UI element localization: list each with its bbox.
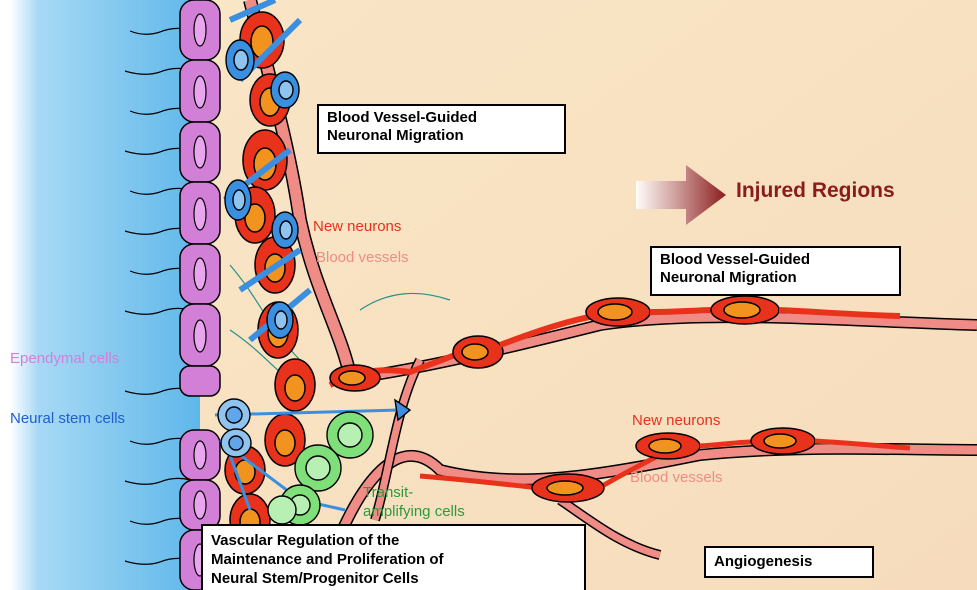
box-line: Blood Vessel-Guided [660, 251, 891, 269]
box-line: Neuronal Migration [327, 127, 556, 145]
injured-regions-indicator: Injured Regions [636, 165, 977, 225]
box-line: Maintenance and Proliferation of [211, 550, 576, 569]
transit-line: amplifying cells [363, 502, 465, 521]
label-box-vascular-regulation: Vascular Regulation of the Maintenance a… [201, 524, 586, 590]
right-arrow-icon [636, 165, 736, 225]
ependymal-cells-label: Ependymal cells [10, 350, 119, 367]
ventricle [10, 0, 200, 590]
box-line: Neural Stem/Progenitor Cells [211, 569, 576, 588]
angiogenesis-label: Angiogenesis [714, 553, 812, 570]
transit-line: Transit- [363, 483, 465, 502]
blood-vessels-label-1: Blood vessels [316, 249, 409, 266]
neural-stem-cells-label: Neural stem cells [10, 410, 125, 427]
transit-amplifying-label: Transit- amplifying cells [363, 483, 465, 521]
injured-regions-label: Injured Regions [736, 179, 895, 203]
label-box-vessel-guided-top: Blood Vessel-Guided Neuronal Migration [317, 104, 566, 154]
new-neurons-label-2: New neurons [632, 412, 720, 429]
box-line: Neuronal Migration [660, 269, 891, 287]
label-box-angiogenesis: Angiogenesis [704, 546, 874, 578]
box-line: Vascular Regulation of the [211, 531, 576, 550]
box-line: Blood Vessel-Guided [327, 109, 556, 127]
label-box-vessel-guided-right: Blood Vessel-Guided Neuronal Migration [650, 246, 901, 296]
new-neurons-label-1: New neurons [313, 218, 401, 235]
blood-vessels-label-2: Blood vessels [630, 469, 723, 486]
